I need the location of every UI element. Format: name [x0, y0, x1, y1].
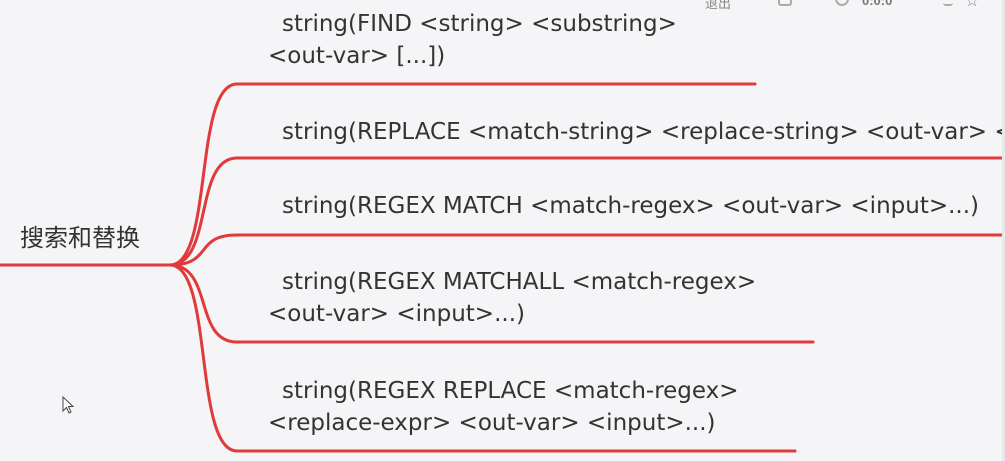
exit-label[interactable]: 退出 [705, 0, 732, 11]
branch-regex-match-text[interactable]: string(REGEX MATCH <match-regex> <out-va… [282, 193, 980, 219]
top-toolbar-strip: 退出 0:0:0 ☆ [0, 0, 1005, 12]
scrollbar-edge[interactable] [1002, 0, 1005, 461]
branch-find-connector [168, 82, 239, 267]
branch-underlines [0, 82, 1005, 453]
branch-regex-replace-text[interactable]: string(REGEX REPLACE <match-regex> <repl… [268, 378, 746, 436]
minimize-icon[interactable] [943, 0, 953, 6]
star-icon[interactable]: ☆ [965, 0, 980, 10]
branch-regex-replace-connector [168, 263, 239, 453]
branch-connectors [168, 82, 239, 453]
timer-readout: 0:0:0 [862, 0, 893, 8]
branch-regex-matchall-text[interactable]: string(REGEX MATCHALL <match-regex> <out… [268, 269, 764, 327]
branch-find-text[interactable]: string(FIND <string> <substring> <out-va… [268, 11, 685, 69]
mouse-pointer-icon [62, 396, 75, 414]
branch-replace-connector [168, 156, 239, 267]
branch-regex-matchall-connector [168, 263, 239, 344]
window-icon[interactable] [778, 0, 792, 6]
branch-regex-match-connector [168, 233, 239, 267]
root-node-label[interactable]: 搜索和替换 [20, 224, 140, 252]
branch-replace-text[interactable]: string(REPLACE <match-string> <replace-s… [282, 119, 1005, 145]
